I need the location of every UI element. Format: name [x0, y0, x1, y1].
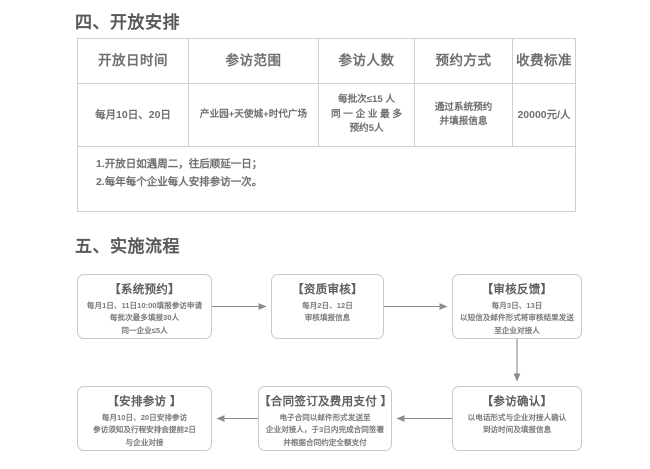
flow-node-system-booking: 【系统预约】 每月1日、11日10:00填报参访申请 每批次最多填报30人 同一…: [77, 274, 212, 339]
flow-node-line-2: 以短信及邮件形式将审核结果发送: [460, 313, 574, 323]
column-header-open-days: 开放日时间: [77, 38, 189, 84]
column-header-fee: 收费标准: [512, 38, 576, 84]
flow-node-line-2: 到访时间及填报信息: [482, 425, 552, 435]
flow-node-line-2: 参访须知及行程安排会提前2日: [93, 425, 196, 435]
flow-node-title: 【参访确认】: [481, 396, 553, 408]
flow-node-body: 以电话形式与企业对接人确认 到访时间及填报信息: [453, 412, 581, 437]
section-title-open-arrangement: 四、开放安排: [75, 13, 180, 32]
flow-node-line-3: 同一企业≤5人: [121, 325, 168, 335]
flow-node-review-feedback: 【审核反馈】 每月3日、13日 以短信及邮件形式将审核结果发送 至企业对接人: [452, 274, 582, 339]
flow-node-line-3: 与企业对接: [125, 437, 164, 447]
cell-capacity-line-3: 预约5人: [349, 123, 384, 135]
table-header-row: 开放日时间 参访范围 参访人数 预约方式 收费标准: [77, 38, 576, 84]
flow-node-title: 【系统预约】: [109, 284, 180, 296]
flow-node-visit-confirmation: 【参访确认】 以电话形式与企业对接人确认 到访时间及填报信息: [452, 386, 582, 451]
column-header-scope: 参访范围: [188, 38, 319, 84]
table-notes-row: 1.开放日如遇周二，往后顺延一日； 2.每年每个企业每人安排参访一次。: [77, 146, 576, 212]
flow-node-line-2: 每批次最多填报30人: [109, 313, 180, 323]
flow-node-body: 每月2日、12日 审核填报信息: [272, 300, 383, 325]
cell-capacity: 每批次≤15 人 同 一 企 业 最 多 预约5人: [318, 83, 415, 147]
flow-node-line-1: 每月2日、12日: [302, 301, 353, 311]
column-header-capacity: 参访人数: [318, 38, 415, 84]
flow-node-line-3: 至企业对接人: [494, 325, 540, 335]
implementation-flowchart: 【系统预约】 每月1日、11日10:00填报参访申请 每批次最多填报30人 同一…: [0, 262, 650, 469]
flow-node-body: 每月10日、20日安排参访 参访须知及行程安排会提前2日 与企业对接: [78, 412, 211, 449]
flow-node-qualification-review: 【资质审核】 每月2日、12日 审核填报信息: [271, 274, 384, 339]
flow-node-body: 每月1日、11日10:00填报参访申请 每批次最多填报30人 同一企业≤5人: [78, 300, 211, 337]
flow-node-title: 【资质审核】: [292, 284, 363, 296]
flow-node-arrange-visit: 【安排参访 】 每月10日、20日安排参访 参访须知及行程安排会提前2日 与企业…: [77, 386, 212, 451]
note-item-2: 2.每年每个企业每人安排参访一次。: [96, 176, 263, 189]
open-arrangement-table: 开放日时间 参访范围 参访人数 预约方式 收费标准 每月10日、20日 产业园+…: [77, 38, 576, 212]
cell-booking-line-1: 通过系统预约: [434, 101, 493, 113]
note-item-1: 1.开放日如遇周二，往后顺延一日；: [96, 158, 263, 170]
cell-open-days: 每月10日、20日: [77, 83, 189, 147]
cell-booking: 通过系统预约 并填报信息: [414, 83, 513, 147]
cell-capacity-line-1: 每批次≤15 人: [338, 94, 395, 106]
flowchart-arrows: [212, 302, 521, 423]
table-row: 每月10日、20日 产业园+天使城+时代广场 每批次≤15 人 同 一 企 业 …: [77, 83, 576, 147]
flow-node-line-1: 每月3日、13日: [491, 301, 543, 311]
flow-node-line-1: 以电话形式与企业对接人确认: [467, 413, 567, 423]
flow-node-line-2: 企业对接人，于3日内完成合同签署: [265, 425, 385, 435]
section-title-implementation-flow: 五、实施流程: [75, 237, 180, 256]
flow-node-title: 【合同签订及费用支付 】: [259, 396, 393, 408]
cell-capacity-line-2: 同 一 企 业 最 多: [331, 108, 402, 120]
cell-booking-line-2: 并填报信息: [439, 116, 488, 127]
table-notes: 1.开放日如遇周二，往后顺延一日； 2.每年每个企业每人安排参访一次。: [77, 146, 576, 212]
cell-scope: 产业园+天使城+时代广场: [188, 83, 319, 147]
column-header-booking: 预约方式: [414, 38, 513, 84]
flow-node-line-1: 电子合同以邮件形式发送至: [279, 413, 371, 423]
flow-node-contract-and-payment: 【合同签订及费用支付 】 电子合同以邮件形式发送至 企业对接人，于3日内完成合同…: [258, 386, 392, 451]
flow-node-line-1: 每月10日、20日安排参访: [101, 413, 188, 423]
flow-node-line-1: 每月1日、11日10:00填报参访申请: [86, 301, 203, 311]
flow-node-body: 电子合同以邮件形式发送至 企业对接人，于3日内完成合同签署 并根据合同约定全额支…: [259, 412, 391, 449]
cell-fee: 20000元/人: [512, 83, 576, 147]
flow-node-line-2: 审核填报信息: [304, 313, 351, 323]
flow-node-title: 【审核反馈】: [481, 284, 553, 296]
flow-node-line-3: 并根据合同约定全额支付: [283, 437, 367, 447]
flow-node-title: 【安排参访 】: [107, 396, 182, 408]
flow-node-body: 每月3日、13日 以短信及邮件形式将审核结果发送 至企业对接人: [453, 300, 581, 337]
